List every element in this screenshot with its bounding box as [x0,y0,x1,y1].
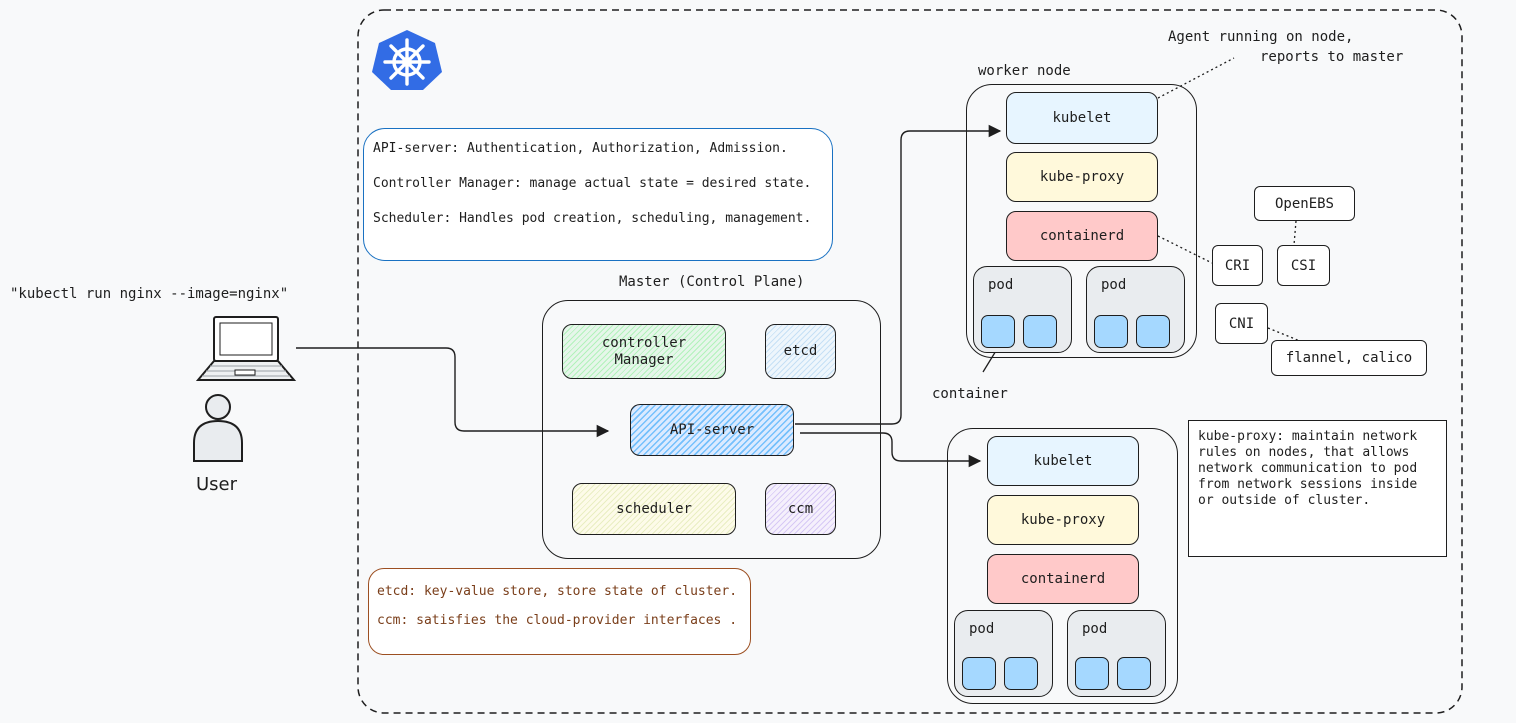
csi-box[interactable]: CSI [1277,245,1330,286]
ccm-label: ccm [787,500,814,517]
kubernetes-helm-icon [366,28,448,92]
note-controller-manager: Controller Manager: manage actual state … [373,176,812,191]
note-etcd: etcd: key-value store, store state of cl… [377,584,738,599]
worker2-kube-proxy-label: kube-proxy [1020,511,1106,528]
worker2-kubelet[interactable]: kubelet [987,436,1139,486]
worker2-pod-1-label: pod [969,621,995,637]
controller-manager[interactable]: controller Manager [562,324,726,379]
container-label: container [932,386,1008,402]
scheduler[interactable]: scheduler [572,483,736,535]
cri-label: CRI [1224,257,1251,274]
worker1-kubelet[interactable]: kubelet [1006,92,1158,144]
etcd[interactable]: etcd [765,324,836,379]
worker-node-top [966,84,1197,358]
worker2-pod-1-container-1[interactable] [962,657,996,690]
worker1-kube-proxy[interactable]: kube-proxy [1006,152,1158,202]
dotted-csi-openebs [1293,220,1297,246]
worker1-pod-2-label: pod [1101,277,1127,293]
kube-proxy-note: kube-proxy: maintain network rules on no… [1188,420,1447,557]
note-ccm: ccm: satisfies the cloud-provider interf… [377,613,738,628]
cri-box[interactable]: CRI [1212,245,1263,286]
worker2-kube-proxy[interactable]: kube-proxy [987,495,1139,545]
kubectl-command: "kubectl run nginx --image=nginx" [10,286,289,302]
master-title: Master (Control Plane) [619,274,805,290]
control-plane-note: API-server: Authentication, Authorizatio… [363,128,833,261]
laptop-icon [195,314,298,384]
controller-manager-label: controller Manager [601,334,687,368]
worker1-kubelet-label: kubelet [1052,109,1112,126]
worker1-kube-proxy-label: kube-proxy [1039,168,1125,185]
worker1-pod-1-container-1[interactable] [981,315,1015,348]
etcd-ccm-note: etcd: key-value store, store state of cl… [368,568,751,655]
flannel-calico-box[interactable]: flannel, calico [1271,340,1427,376]
note-scheduler: Scheduler: Handles pod creation, schedul… [373,211,812,226]
cni-label: CNI [1228,315,1255,332]
kube-proxy-note-text: kube-proxy: maintain network rules on no… [1198,429,1418,508]
scheduler-label: scheduler [616,500,692,517]
cni-box[interactable]: CNI [1215,303,1268,344]
worker2-kubelet-label: kubelet [1033,452,1093,469]
worker1-containerd[interactable]: containerd [1006,211,1158,261]
user-icon [190,393,246,463]
note-api-server: API-server: Authentication, Authorizatio… [373,141,788,156]
worker1-pod-2-container-1[interactable] [1094,315,1128,348]
kubelet-note-line1: Agent running on node, [1168,29,1354,45]
worker2-containerd-label: containerd [1020,570,1106,587]
worker1-containerd-label: containerd [1039,227,1125,244]
worker2-pod-2-container-1[interactable] [1075,657,1109,690]
openebs-label: OpenEBS [1274,195,1334,212]
worker2-pod-2-container-2[interactable] [1117,657,1151,690]
worker2-pod-1-container-2[interactable] [1004,657,1038,690]
worker1-pod-1-label: pod [988,277,1014,293]
csi-label: CSI [1290,257,1317,274]
flannel-calico-label: flannel, calico [1285,350,1413,366]
worker-node-bottom [947,428,1178,704]
kubelet-note-line2: reports to master [1260,49,1404,65]
openebs-box[interactable]: OpenEBS [1254,186,1355,221]
worker2-pod-2-label: pod [1082,621,1108,637]
api-server-label: API-server [669,421,755,438]
worker-node-title: worker node [978,63,1071,79]
worker1-pod-2-container-2[interactable] [1136,315,1170,348]
etcd-label: etcd [783,343,818,359]
worker2-containerd[interactable]: containerd [987,554,1139,604]
api-server[interactable]: API-server [630,404,794,456]
user-label: User [196,474,238,495]
worker1-pod-1-container-2[interactable] [1023,315,1057,348]
master-node [542,300,881,559]
ccm[interactable]: ccm [765,483,836,535]
